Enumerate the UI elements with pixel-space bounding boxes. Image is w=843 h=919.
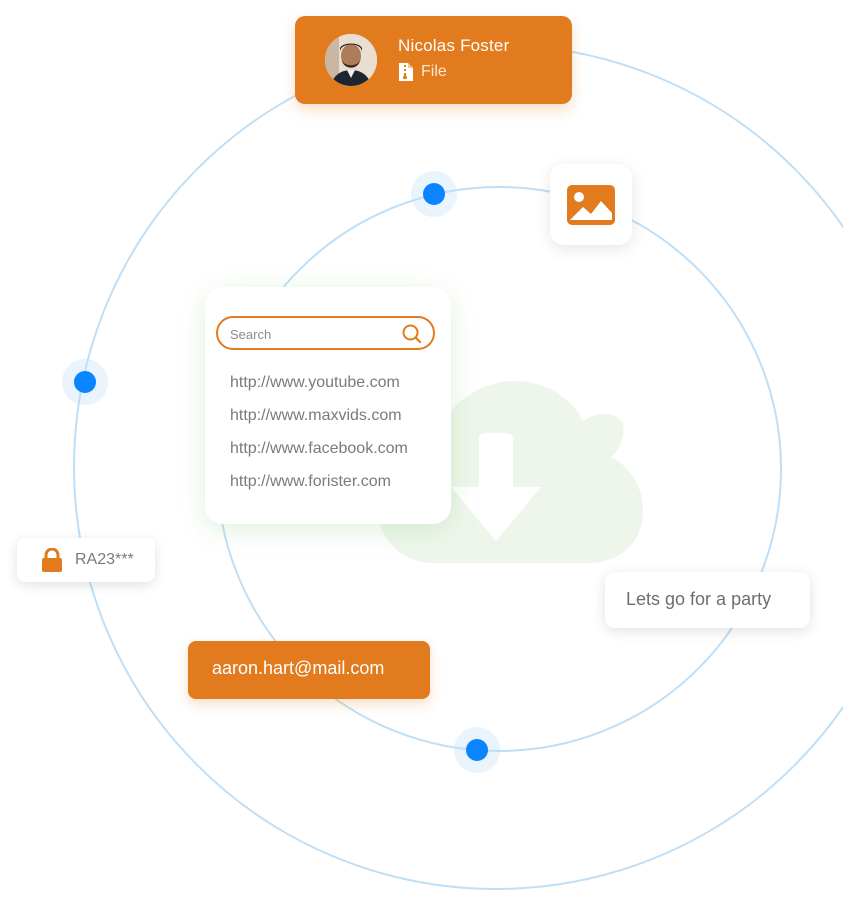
- image-tile[interactable]: [550, 164, 632, 245]
- password-chip[interactable]: RA23***: [17, 538, 155, 582]
- search-result-link[interactable]: http://www.forister.com: [230, 473, 391, 490]
- profile-name: Nicolas Foster: [398, 36, 510, 55]
- password-value: RA23***: [75, 551, 134, 568]
- message-text: Lets go for a party: [626, 589, 772, 609]
- profile-card[interactable]: Nicolas Foster File: [295, 16, 572, 104]
- search-result-link[interactable]: http://www.maxvids.com: [230, 407, 402, 424]
- email-text: aaron.hart@mail.com: [212, 658, 385, 678]
- search-card: http://www.youtube.com http://www.maxvid…: [205, 287, 451, 524]
- lock-icon: [42, 548, 62, 572]
- search-input[interactable]: [230, 324, 390, 344]
- search-icon[interactable]: [402, 324, 422, 344]
- profile-file-label: File: [421, 63, 447, 80]
- search-box[interactable]: [216, 316, 435, 350]
- orbit-dot: [62, 359, 108, 405]
- zip-file-icon: [399, 63, 413, 81]
- email-chip[interactable]: aaron.hart@mail.com: [188, 641, 430, 699]
- search-results-list: http://www.youtube.com http://www.maxvid…: [230, 371, 408, 503]
- image-icon: [567, 185, 615, 225]
- search-result-link[interactable]: http://www.facebook.com: [230, 440, 408, 457]
- user-avatar: [325, 34, 377, 86]
- message-chip[interactable]: Lets go for a party: [605, 572, 810, 628]
- orbit-dot: [454, 727, 500, 773]
- orbit-dot: [411, 171, 457, 217]
- search-result-link[interactable]: http://www.youtube.com: [230, 374, 400, 391]
- profile-file-row: File: [398, 62, 447, 82]
